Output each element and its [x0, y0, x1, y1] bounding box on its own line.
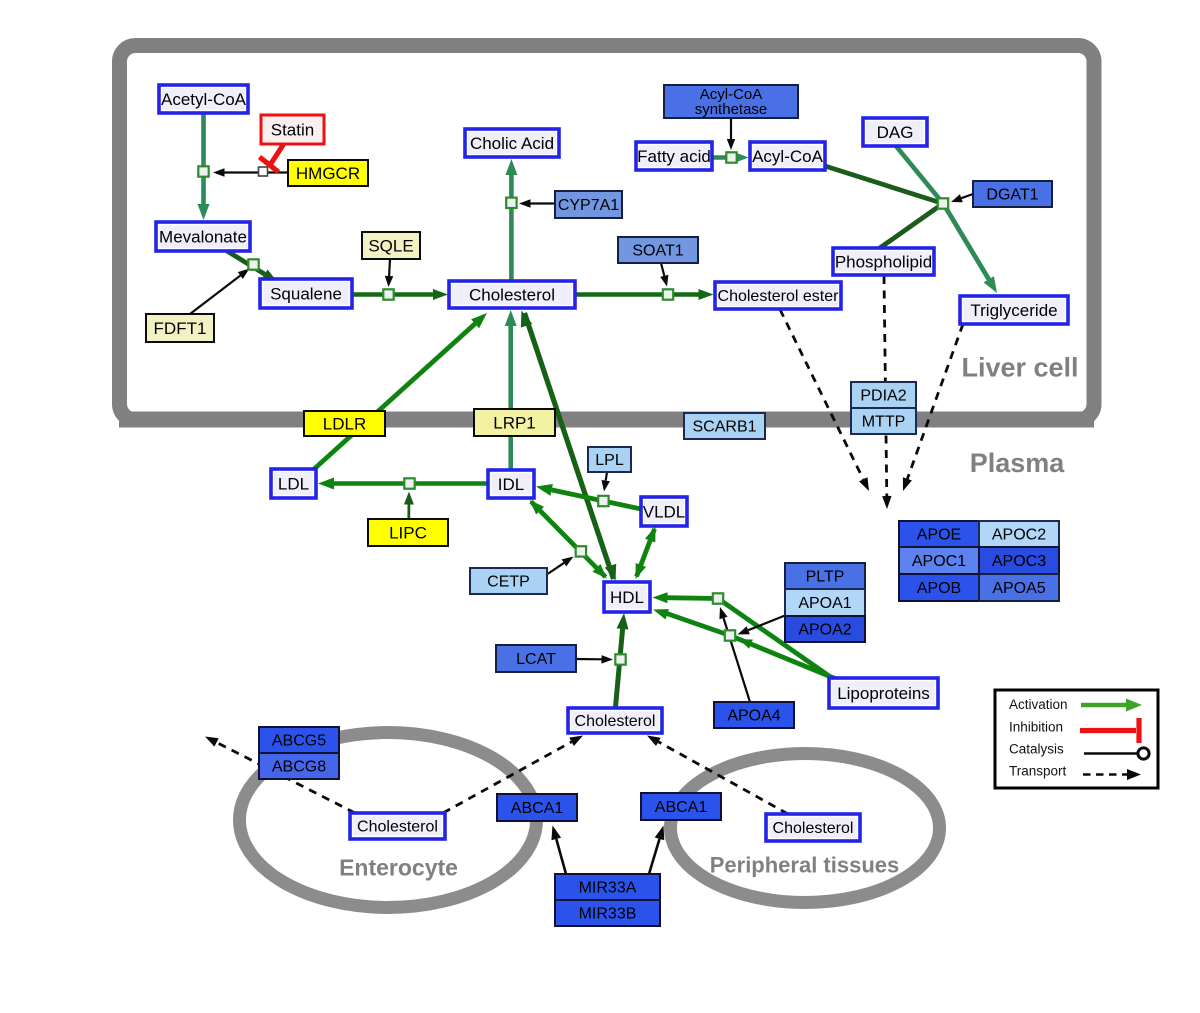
svg-text:MTTP: MTTP	[862, 414, 906, 431]
svg-text:FDFT1: FDFT1	[154, 319, 207, 338]
svg-text:Peripheral tissues: Peripheral tissues	[710, 853, 900, 878]
svg-text:Activation: Activation	[1009, 697, 1068, 712]
svg-text:HDL: HDL	[610, 588, 644, 607]
svg-text:CYP7A1: CYP7A1	[558, 197, 619, 214]
svg-text:Statin: Statin	[271, 120, 314, 139]
svg-text:Cholesterol: Cholesterol	[575, 713, 656, 730]
svg-text:Acetyl-CoA: Acetyl-CoA	[161, 90, 247, 109]
svg-text:SCARB1: SCARB1	[692, 419, 756, 436]
svg-text:LDL: LDL	[278, 474, 309, 493]
svg-text:Cholic Acid: Cholic Acid	[470, 134, 554, 153]
svg-text:HMGCR: HMGCR	[296, 164, 360, 183]
svg-text:DAG: DAG	[877, 123, 914, 142]
svg-text:ABCA1: ABCA1	[511, 800, 564, 817]
svg-text:APOE: APOE	[917, 527, 961, 544]
svg-text:Enterocyte: Enterocyte	[339, 855, 458, 881]
svg-text:LIPC: LIPC	[389, 524, 427, 543]
svg-text:Triglyceride: Triglyceride	[970, 301, 1057, 320]
svg-text:ABCG5: ABCG5	[272, 733, 326, 750]
svg-text:Transport: Transport	[1009, 764, 1067, 779]
svg-text:Lipoproteins: Lipoproteins	[837, 684, 930, 703]
svg-text:Inhibition: Inhibition	[1009, 720, 1063, 735]
svg-text:Plasma: Plasma	[970, 448, 1066, 478]
svg-text:CETP: CETP	[487, 574, 530, 591]
svg-text:IDL: IDL	[498, 475, 524, 494]
svg-text:APOC3: APOC3	[992, 553, 1046, 570]
svg-text:LRP1: LRP1	[493, 413, 536, 432]
svg-text:Cholesterol: Cholesterol	[357, 819, 438, 836]
svg-text:APOC2: APOC2	[992, 527, 1046, 544]
svg-text:LDLR: LDLR	[323, 414, 366, 433]
svg-text:Mevalonate: Mevalonate	[159, 227, 247, 246]
svg-text:PDIA2: PDIA2	[860, 388, 906, 405]
svg-text:MIR33B: MIR33B	[579, 906, 637, 923]
svg-text:Cholesterol ester: Cholesterol ester	[718, 288, 840, 305]
svg-text:Catalysis: Catalysis	[1009, 742, 1064, 757]
svg-text:SOAT1: SOAT1	[632, 243, 683, 260]
svg-text:Fatty acid: Fatty acid	[637, 147, 711, 166]
svg-text:Liver cell: Liver cell	[961, 353, 1078, 383]
svg-text:APOA5: APOA5	[992, 580, 1045, 597]
svg-text:Cholesterol: Cholesterol	[469, 285, 555, 304]
svg-text:MIR33A: MIR33A	[579, 880, 637, 897]
svg-text:SQLE: SQLE	[368, 236, 413, 255]
svg-text:APOA4: APOA4	[727, 708, 780, 725]
svg-text:LPL: LPL	[595, 452, 624, 469]
svg-text:PLTP: PLTP	[806, 569, 845, 586]
svg-text:LCAT: LCAT	[516, 651, 556, 668]
svg-text:ABCG8: ABCG8	[272, 759, 326, 776]
svg-text:VLDL: VLDL	[643, 503, 686, 522]
svg-text:DGAT1: DGAT1	[986, 187, 1038, 204]
svg-text:Squalene: Squalene	[270, 284, 342, 303]
svg-text:Acyl-CoA: Acyl-CoA	[752, 147, 824, 166]
svg-text:APOA1: APOA1	[798, 595, 851, 612]
svg-text:APOA2: APOA2	[798, 622, 851, 639]
svg-text:Acyl-CoA: Acyl-CoA	[700, 86, 763, 103]
svg-text:APOB: APOB	[917, 580, 961, 597]
svg-text:ABCA1: ABCA1	[655, 799, 708, 816]
svg-text:Phospholipid: Phospholipid	[835, 252, 932, 271]
svg-text:APOC1: APOC1	[912, 553, 966, 570]
svg-text:Cholesterol: Cholesterol	[773, 820, 854, 837]
svg-text:synthetase: synthetase	[695, 101, 768, 118]
